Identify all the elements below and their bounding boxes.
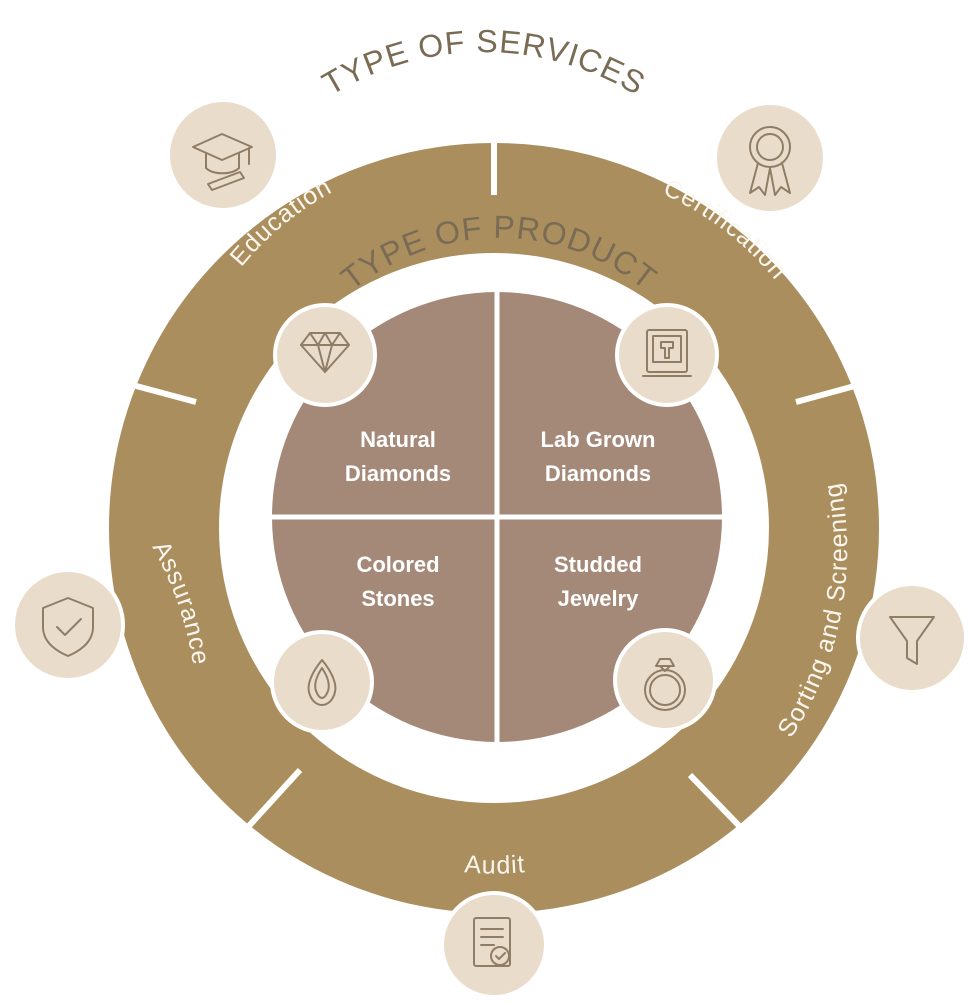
product-studded-jewelry: Studded Jewelry [554,552,642,611]
ring-separators [94,94,896,841]
product-label-line2: Diamonds [545,461,651,486]
graduation-cap-icon [166,98,280,212]
product-label-line1: Natural [360,427,436,452]
audit-document-icon [440,891,548,999]
product-label-line1: Colored [356,552,439,577]
ribbon-award-icon [713,101,827,215]
gemstone-icon [270,630,374,734]
separator-bottom-left [235,767,303,841]
product-lab-grown-diamonds: Lab Grown Diamonds [541,427,656,486]
filter-funnel-icon [856,582,968,694]
shield-check-icon [11,568,125,682]
service-label-audit: Audit [464,850,527,879]
separator-bottom-right [687,772,751,838]
ring-icon [613,628,717,732]
separator-left [94,372,197,405]
services-ring-band [109,143,879,913]
products-circle [272,292,722,742]
lab-machine-icon [615,303,719,407]
product-label-line2: Stones [361,586,434,611]
product-natural-diamonds: Natural Diamonds [345,427,451,486]
product-label-line1: Studded [554,552,642,577]
product-label-line2: Jewelry [558,586,639,611]
product-colored-stones: Colored Stones [356,552,439,611]
services-title: TYPE OF SERVICES [316,23,652,102]
separator-right [795,372,896,405]
product-label-line1: Lab Grown [541,427,656,452]
product-label-line2: Diamonds [345,461,451,486]
diamond-icon [273,303,377,407]
services-ring [94,94,896,913]
